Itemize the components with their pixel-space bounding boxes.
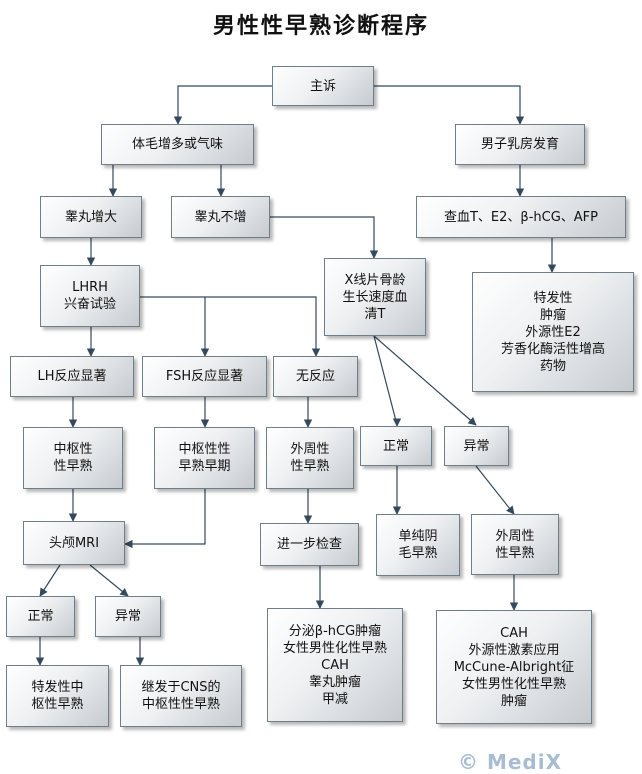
node-text-line: 外源性E2 [525,324,581,340]
node-text-line: LH反应显著 [37,369,107,384]
node-body-hair-odor: 体毛增多或气味 [101,124,254,165]
node-further-examination: 进一步检查 [260,523,359,566]
node-text-line: 中枢性 [53,442,93,457]
edge-chief-gyno [374,85,525,125]
node-text-line: 外周性 [290,442,330,457]
node-text-line: 清T [364,306,386,322]
node-text-line: 肿瘤 [539,307,566,323]
edge-lhrh-nores [205,296,321,357]
edge-abnormal1-periph2 [475,465,515,515]
node-text-line: X线片骨龄 [344,272,406,288]
node-text-line: 正常 [382,438,409,454]
node-text-line: 女性男性化性早熟 [461,676,566,692]
node-text-line: 正常 [27,609,54,624]
node-idiopathic-cpp: 特发性中枢性早熟 [6,665,109,727]
node-normal-mri: 正常 [6,596,75,637]
node-text-line: 头颅MRI [48,535,100,551]
node-no-response: 无反应 [273,356,358,397]
edge-chief-hair [173,85,272,125]
node-text-line: 药物 [539,358,566,374]
node-text-line: 外源性激素应用 [468,642,560,658]
edge-lhrh-fsh [140,296,210,357]
node-text-line: 进一步检查 [276,537,342,552]
node-text-line: 中枢性性 [178,442,231,457]
node-text-line: CAH [500,625,528,641]
node-peripheral-precocious: 外周性性早熟 [266,427,354,489]
node-text-line: CAH [321,657,349,673]
node-text-line: 兴奋试验 [63,297,116,312]
edge-mri-abnormal2 [89,564,129,597]
node-text-line: 主诉 [309,78,336,94]
node-text-line: LHRH [72,280,108,295]
node-text-line: 性早熟 [290,459,330,474]
node-text-line: 特发性中 [31,680,84,695]
node-central-precocious: 中枢性性早熟 [23,427,123,489]
medix-watermark: © MediX [458,750,563,774]
node-text-line: 男子乳房发育 [480,137,559,152]
node-text-line: 睾丸增大 [64,209,117,225]
node-central-early: 中枢性性早熟早期 [154,427,255,489]
node-fsh-response: FSH反应显著 [142,356,267,397]
node-text-line: 女性男性化性早熟 [282,640,387,656]
node-simple-pubarche: 单纯阴毛早熟 [376,514,460,576]
node-text-line: McCune-Albright征 [453,659,575,675]
node-text-line: 枢性早熟 [31,697,84,712]
node-lab-tests: 查血T、E2、β-hCG、AFP [416,196,626,238]
node-xray-bone-age: X线片骨龄生长速度血清T [324,258,426,336]
edge-central2-mri [124,489,206,549]
node-text-line: 无反应 [295,369,335,384]
node-text-line: 查血T、E2、β-hCG、AFP [443,209,598,225]
node-abnormal-mri: 异常 [95,596,161,637]
node-chief-complaint: 主诉 [272,66,374,106]
edge-xray-normal1 [373,335,402,427]
node-text-line: 分泌β-hCG肿瘤 [288,623,382,639]
node-text-line: 体毛增多或气味 [131,137,223,152]
node-text-line: 毛早熟 [398,546,438,561]
node-normal-xray: 正常 [360,426,432,466]
node-testis-enlarged: 睾丸增大 [40,196,142,238]
node-text-line: 特发性 [533,290,573,306]
node-text-line: 睾丸肿瘤 [308,674,361,690]
node-text-line: 肿瘤 [500,693,527,709]
node-text-line: 甲减 [321,691,348,707]
node-peripheral-precocious-2: 外周性性早熟 [471,514,559,575]
node-text-line: 继发于CNS的 [141,680,221,695]
node-abnormal-xray: 异常 [444,426,509,466]
edge-xray-abnormal1 [373,335,477,426]
node-text-line: 性早熟 [53,459,93,474]
node-text-line: 生长速度血 [342,289,408,305]
node-text-line: 早熟早期 [178,459,231,474]
node-text-line: 性早熟 [495,545,535,561]
node-text-line: 单纯阴 [398,529,438,544]
diagram-title: 男性性早熟诊断程序 [212,13,429,39]
node-text-line: 异常 [463,438,490,454]
node-lh-response: LH反应显著 [10,356,134,397]
node-text-line: 异常 [114,609,141,624]
edge-mri-normal2 [39,564,61,597]
edge-testisno-xray [270,216,379,259]
node-text-line: 睾丸不增 [194,209,247,225]
node-text-line: FSH反应显著 [165,369,244,384]
node-head-mri: 头颅MRI [23,521,125,565]
node-testis-not-enlarged: 睾丸不增 [171,196,270,238]
node-text-line: 外周性 [495,528,535,544]
node-cns-secondary-cpp: 继发于CNS的中枢性性早熟 [120,665,242,727]
node-lhrh-test: LHRH 兴奋试验 [40,265,140,327]
node-gynecomastia: 男子乳房发育 [455,124,585,165]
node-text-line: 中枢性性早熟 [141,697,220,712]
node-text-line: 芳香化酶活性增高 [500,341,605,357]
